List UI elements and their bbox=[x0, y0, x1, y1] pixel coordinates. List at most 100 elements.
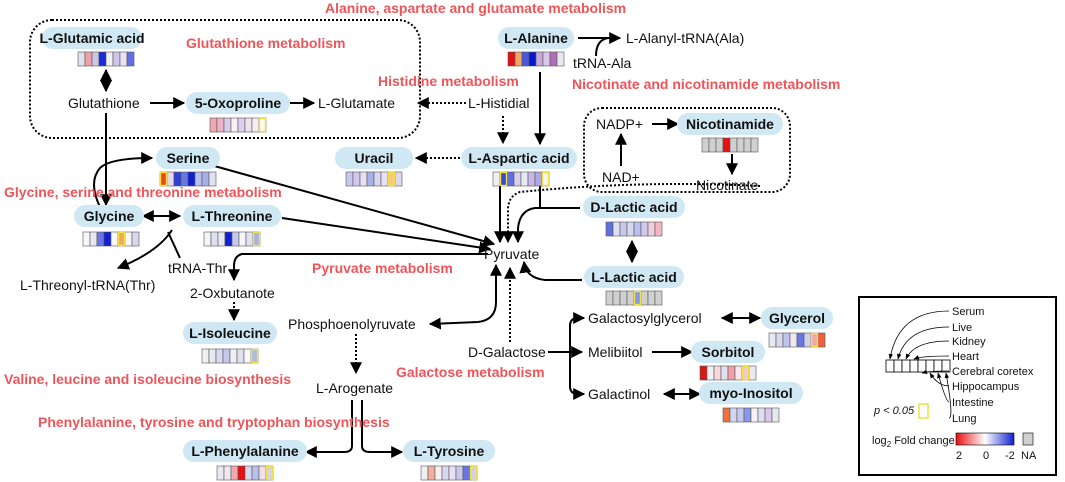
heatmap-cell-nicotinamide-7 bbox=[743, 137, 752, 153]
heatmap-cell-glycerol-3 bbox=[782, 332, 791, 348]
node-galactosylglycerol: Galactosylglycerol bbox=[588, 310, 702, 326]
heatmap-cell-nicotinamide-1 bbox=[701, 137, 710, 153]
significance-mark-threonine bbox=[252, 231, 261, 247]
heatmap-cell-sorbitol-1 bbox=[699, 365, 708, 381]
metabolite-label-aspartic: L-Aspartic acid bbox=[468, 150, 569, 166]
heatmap-cell-alanine-8 bbox=[556, 51, 565, 67]
significance-mark-aspartic bbox=[499, 171, 508, 187]
heatmap-cell-threonine-3 bbox=[217, 231, 226, 247]
heatmap-cell-tyrosine-7 bbox=[462, 465, 471, 481]
metabolite-label-threonine: L-Threonine bbox=[192, 208, 273, 224]
heatmap-cell-glutamic-4 bbox=[98, 51, 107, 67]
metabolite-glutamic bbox=[42, 27, 142, 49]
heatmap-cell-llactic-4 bbox=[626, 290, 635, 306]
node-l-arogenate: L-Arogenate bbox=[316, 380, 393, 396]
legend-pvalue-swatch bbox=[918, 403, 929, 419]
metabolite-isoleucine bbox=[183, 322, 277, 344]
heatmap-cell-dlactic-1 bbox=[605, 221, 614, 237]
node-nad-plus: NAD+ bbox=[602, 169, 640, 185]
heatmap-cell-isoleucine-4 bbox=[222, 348, 231, 364]
legend-leader-1 bbox=[888, 310, 950, 360]
legend-leader-4 bbox=[913, 355, 950, 360]
metabolite-label-glycine: Glycine bbox=[84, 208, 135, 224]
legend-tick-low: -2 bbox=[1005, 450, 1015, 462]
heatmap-cell-threonine-6 bbox=[238, 231, 247, 247]
heatmap-cell-inositol-4 bbox=[743, 407, 752, 423]
heatmap-cell-phenylalanine-1 bbox=[216, 465, 225, 481]
heatmap-cell-dlactic-4 bbox=[626, 221, 635, 237]
heatmap-cell-glycerol-2 bbox=[775, 332, 784, 348]
metabolite-threonine bbox=[183, 205, 281, 227]
legend-leader-8 bbox=[944, 372, 952, 419]
heatmap-cell-uracil-4 bbox=[366, 171, 375, 187]
node-melibiitol: Melibiitol bbox=[588, 344, 642, 360]
pathway-glycine-serine-threonine: Glycine, serine and threonine metabolism bbox=[4, 184, 282, 200]
heatmap-cell-uracil-2 bbox=[352, 171, 361, 187]
legend-cell-4 bbox=[909, 359, 919, 373]
heatmap-cell-glutamic-1 bbox=[77, 51, 86, 67]
heatmap-cell-inositol-1 bbox=[722, 407, 731, 423]
metabolite-alanine bbox=[498, 27, 574, 49]
heatmap-cell-glycerol-4 bbox=[789, 332, 798, 348]
heatmap-cell-alanine-1 bbox=[507, 51, 516, 67]
metabolite-aspartic bbox=[461, 147, 577, 169]
heatmap-cell-nicotinamide-4 bbox=[722, 137, 731, 153]
metabolite-label-dlactic: D-Lactic acid bbox=[590, 199, 677, 215]
heatmap-cell-llactic-2 bbox=[612, 290, 621, 306]
significance-mark-phenylalanine bbox=[265, 465, 274, 481]
heatmap-cell-threonine-1 bbox=[203, 231, 212, 247]
metabolite-label-llactic: L-Lactic acid bbox=[591, 269, 677, 285]
heatmap-cell-sorbitol-3 bbox=[713, 365, 722, 381]
legend-cell-5 bbox=[917, 359, 927, 373]
metabolite-inositol bbox=[699, 382, 803, 404]
heatmap-cell-alanine-4 bbox=[528, 51, 537, 67]
heatmap-cell-oxoproline-6 bbox=[244, 117, 253, 133]
heatmap-cell-sorbitol-2 bbox=[706, 365, 715, 381]
legend-na-swatch bbox=[1022, 432, 1034, 446]
heatmap-cell-nicotinamide-8 bbox=[750, 137, 759, 153]
legend-cell-1 bbox=[885, 359, 895, 373]
heatmap-cell-glycine-8 bbox=[131, 231, 140, 247]
heatmap-cell-aspartic-3 bbox=[506, 171, 515, 187]
metabolite-nicotinamide bbox=[677, 113, 783, 135]
heatmap-cell-uracil-8 bbox=[394, 171, 403, 187]
pathway-glutathione: Glutathione metabolism bbox=[186, 35, 345, 51]
legend-leader-2 bbox=[897, 326, 950, 360]
significance-mark-sorbitol bbox=[741, 365, 750, 381]
heatmap-cell-alanine-3 bbox=[521, 51, 530, 67]
metabolite-label-uracil: Uracil bbox=[355, 150, 394, 166]
legend-tissue-4: Heart bbox=[952, 351, 979, 363]
heatmap-cell-glutamic-5 bbox=[105, 51, 114, 67]
heatmap-cell-llactic-1 bbox=[605, 290, 614, 306]
node-l-alanyl-trna: L-Alanyl-tRNA(Ala) bbox=[626, 30, 744, 46]
legend-foldchange-label: log2 Fold change bbox=[872, 435, 955, 449]
legend-tick-high: 2 bbox=[956, 450, 962, 462]
glutathione-region bbox=[29, 19, 421, 139]
legend-tissue-8: Lung bbox=[952, 413, 976, 425]
legend-cell-3 bbox=[901, 359, 911, 373]
significance-mark-oxoproline bbox=[258, 117, 267, 133]
legend-tissue-7: Intestine bbox=[952, 397, 994, 409]
heatmap-cell-isoleucine-3 bbox=[215, 348, 224, 364]
legend-pvalue-label: p < 0.05 bbox=[873, 405, 915, 417]
node-l-histidial: L-Histidial bbox=[468, 95, 529, 111]
heatmap-cell-isoleucine-7 bbox=[243, 348, 252, 364]
heatmap-cell-llactic-7 bbox=[647, 290, 656, 306]
heatmap-cell-aspartic-6 bbox=[527, 171, 536, 187]
significance-mark-glycerol bbox=[810, 332, 819, 348]
reaction-edges bbox=[93, 32, 762, 458]
metabolite-label-alanine: L-Alanine bbox=[504, 30, 568, 46]
node-nicotinate: Nicotinate bbox=[696, 177, 758, 193]
node-2-oxbutanote: 2-Oxbutanote bbox=[190, 285, 275, 301]
heatmap-cell-phenylalanine-2 bbox=[223, 465, 232, 481]
node-galactinol: Galactinol bbox=[588, 386, 650, 402]
node-nadp-plus: NADP+ bbox=[596, 116, 643, 132]
heatmap-cell-glycine-5 bbox=[110, 231, 119, 247]
metabolite-tyrosine bbox=[403, 440, 495, 462]
legend-leader-3 bbox=[905, 340, 950, 360]
heatmap-cell-glycerol-8 bbox=[817, 332, 826, 348]
node-phosphoenolpyruvate: Phosphoenolyruvate bbox=[288, 316, 416, 332]
heatmap-cell-aspartic-1 bbox=[492, 171, 501, 187]
significance-mark-isoleucine bbox=[250, 348, 259, 364]
legend-tissue-1: Serum bbox=[952, 306, 984, 318]
